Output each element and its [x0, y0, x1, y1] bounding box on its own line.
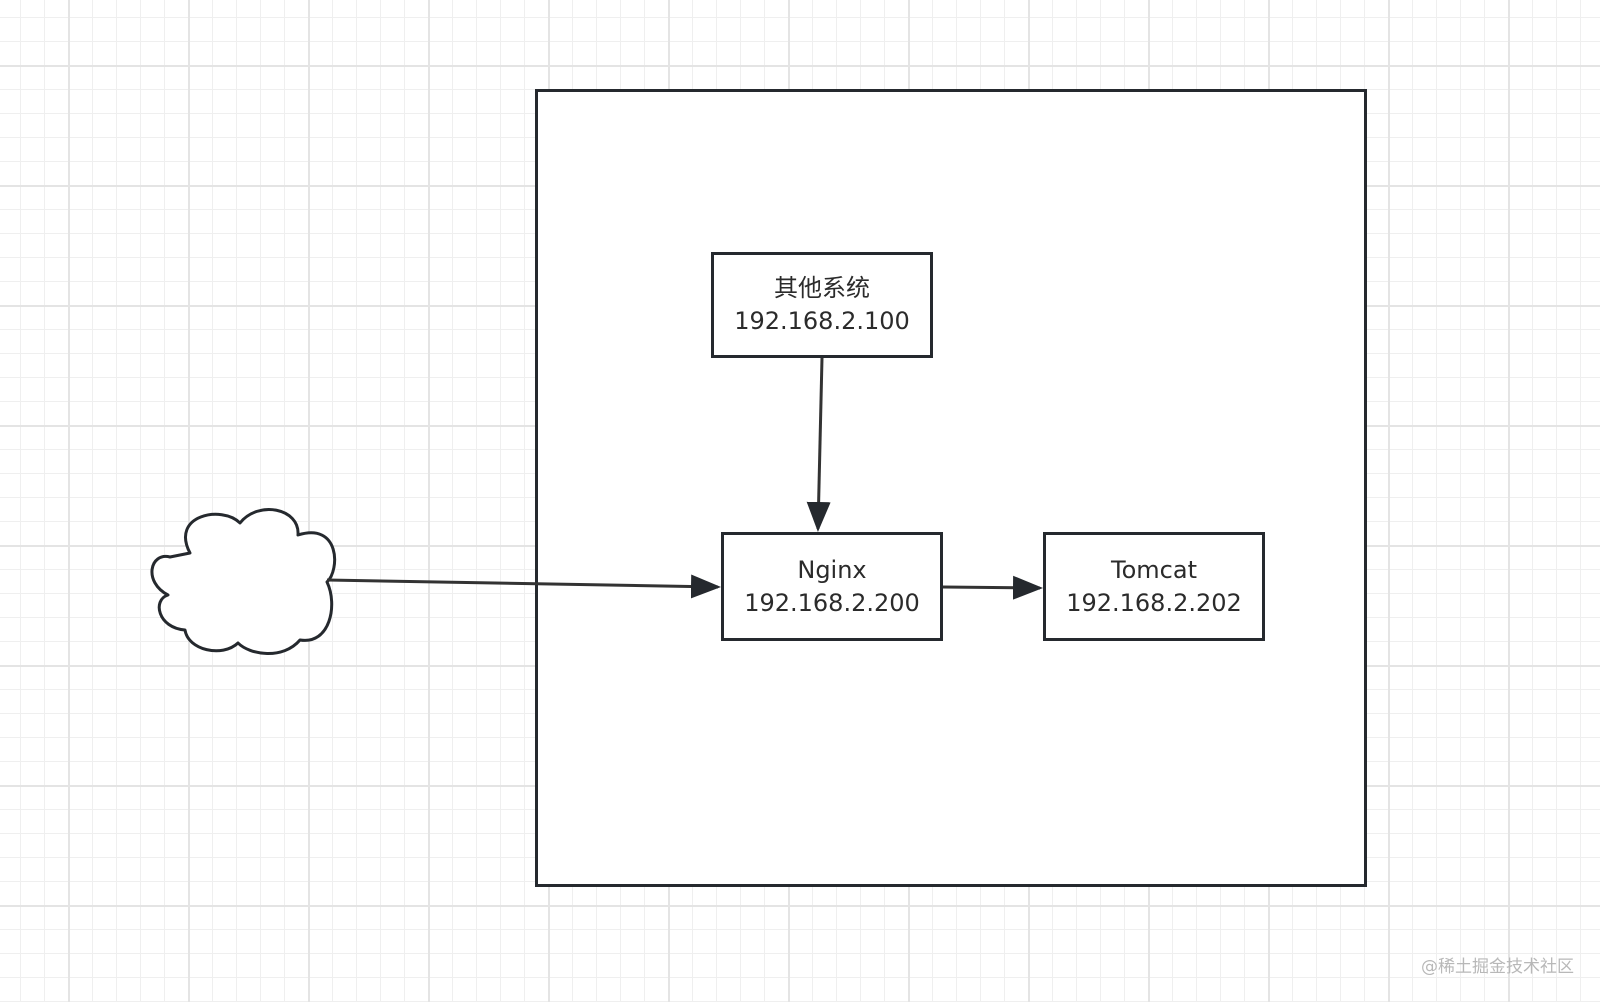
edge-other-to-nginx [806, 357, 831, 532]
node-nginx[interactable]: Nginx 192.168.2.200 [721, 532, 943, 641]
node-nginx-title: Nginx [797, 555, 867, 584]
node-other-system-ip: 192.168.2.100 [734, 307, 910, 335]
edge-nginx-to-tomcat [942, 575, 1043, 600]
node-tomcat-ip: 192.168.2.202 [1066, 588, 1242, 617]
node-other-system-title: 其他系统 [774, 274, 870, 302]
node-tomcat[interactable]: Tomcat 192.168.2.202 [1043, 532, 1265, 641]
node-tomcat-title: Tomcat [1111, 555, 1197, 584]
cloud-icon [150, 508, 337, 655]
node-other-system[interactable]: 其他系统 192.168.2.100 [711, 252, 933, 358]
network-boundary-frame [535, 89, 1367, 887]
node-nginx-ip: 192.168.2.200 [744, 588, 920, 617]
edge-cloud-to-nginx [326, 574, 721, 599]
watermark-text: @稀土掘金技术社区 [1421, 957, 1574, 977]
